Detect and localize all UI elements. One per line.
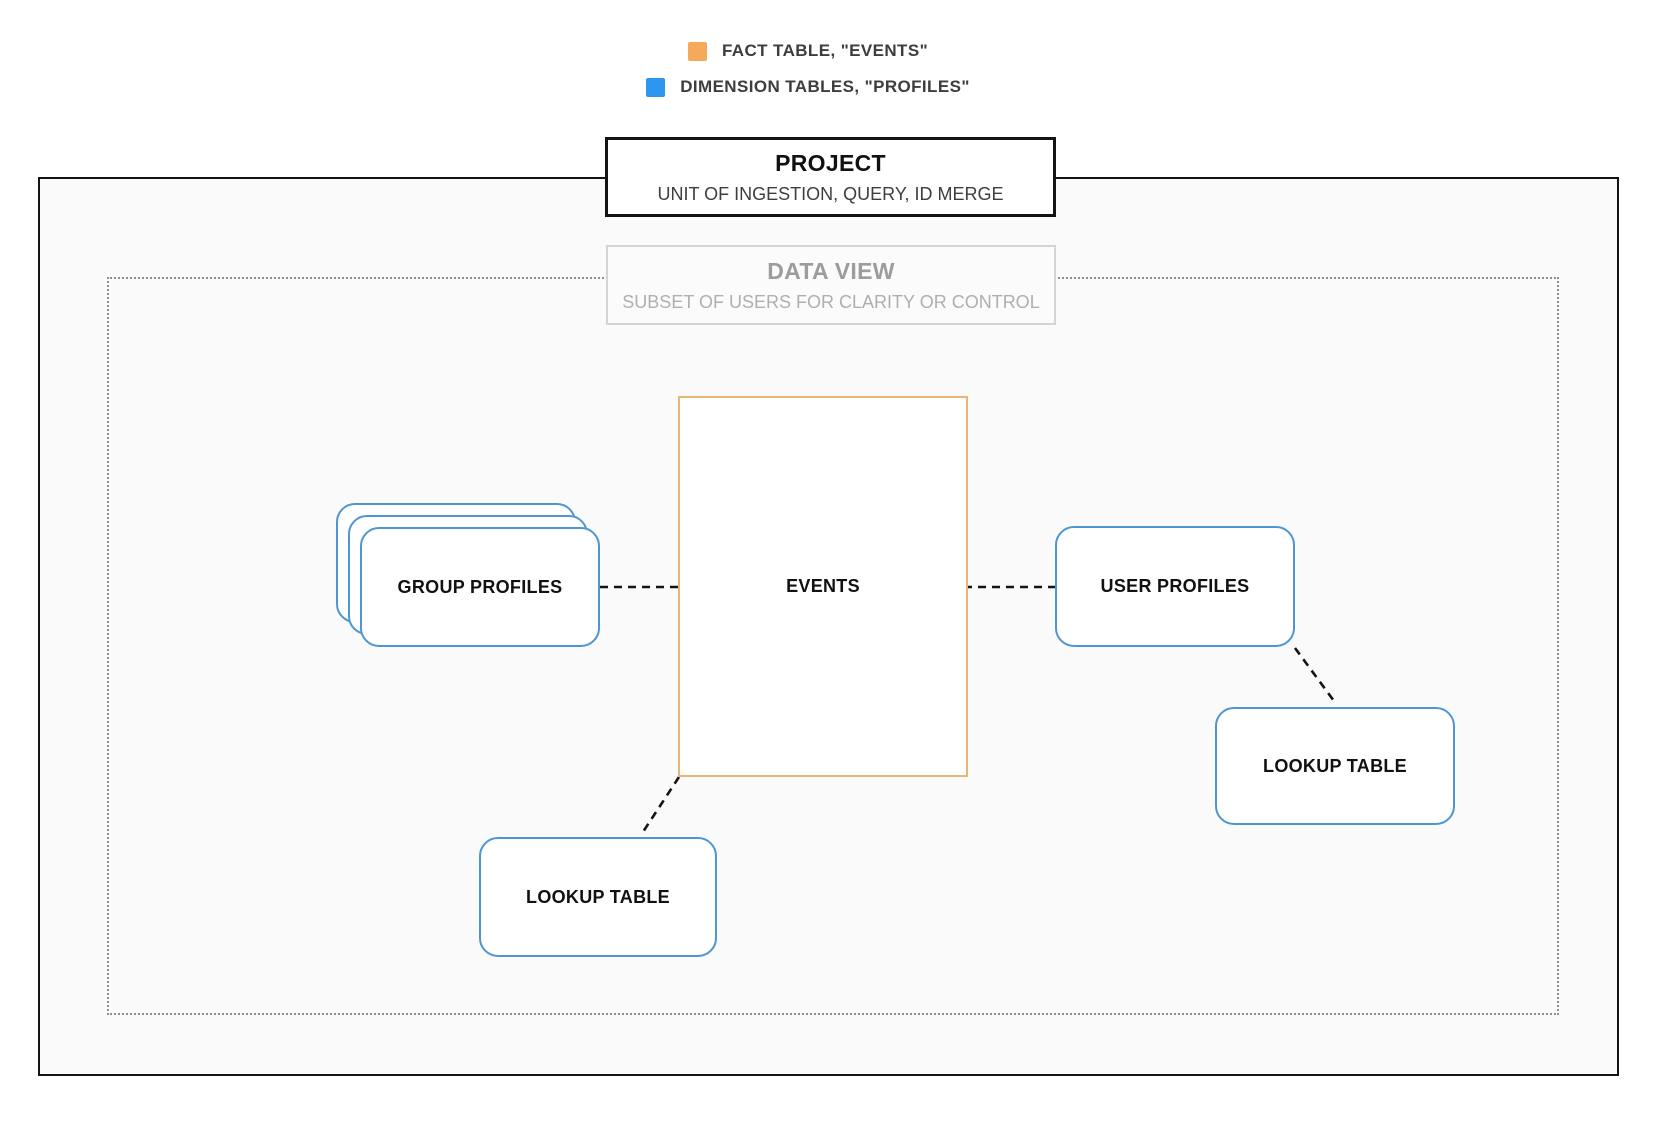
lookup-table-right-node: LOOKUP TABLE <box>1215 707 1455 825</box>
events-label: EVENTS <box>786 576 860 596</box>
group-profiles-node: GROUP PROFILES <box>336 503 600 647</box>
legend-item-dimension-tables: DIMENSION TABLES, "PROFILES" <box>646 77 970 97</box>
user-profiles-label: USER PROFILES <box>1100 576 1250 596</box>
data-view-subtitle: SUBSET OF USERS FOR CLARITY OR CONTROL <box>622 291 1040 312</box>
legend: FACT TABLE, "EVENTS" DIMENSION TABLES, "… <box>0 41 1616 97</box>
project-box: PROJECT UNIT OF INGESTION, QUERY, ID MER… <box>605 137 1056 217</box>
group-profiles-card-front: GROUP PROFILES <box>360 527 600 647</box>
project-title: PROJECT <box>775 149 886 176</box>
dimension-table-swatch-icon <box>646 77 666 97</box>
project-subtitle: UNIT OF INGESTION, QUERY, ID MERGE <box>657 183 1004 204</box>
legend-label: FACT TABLE, "EVENTS" <box>721 41 929 60</box>
lookup-table-bottom-node: LOOKUP TABLE <box>479 837 717 957</box>
data-view-title: DATA VIEW <box>767 257 895 284</box>
group-profiles-label: GROUP PROFILES <box>397 576 563 597</box>
lookup-table-bottom-label: LOOKUP TABLE <box>526 886 670 907</box>
data-view-box: DATA VIEW SUBSET OF USERS FOR CLARITY OR… <box>606 245 1056 325</box>
lookup-table-right-label: LOOKUP TABLE <box>1263 755 1407 776</box>
legend-label: DIMENSION TABLES, "PROFILES" <box>680 77 970 96</box>
fact-table-swatch-icon <box>687 41 707 61</box>
legend-item-fact-table: FACT TABLE, "EVENTS" <box>687 41 929 61</box>
user-profiles-node: USER PROFILES <box>1055 526 1295 647</box>
events-node: EVENTS <box>678 396 968 777</box>
